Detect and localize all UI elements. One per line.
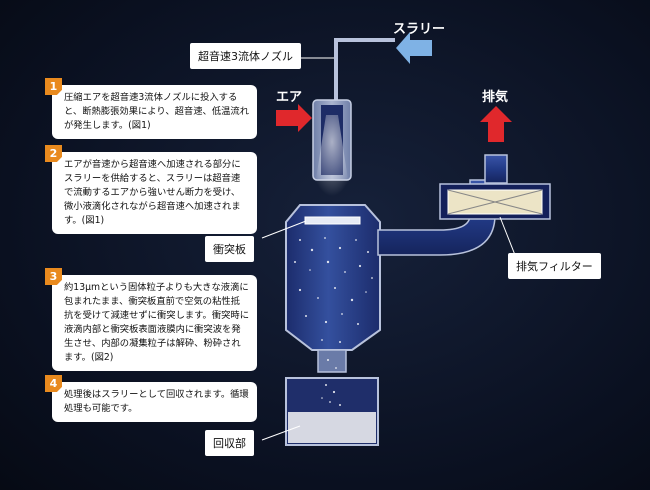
step-4: 4 処理後はスラリーとして回収されます。循環処理も可能です。 <box>45 375 257 422</box>
air-label: エア <box>276 90 303 105</box>
recovery-label: 回収部 <box>205 430 254 456</box>
step-number-badge: 4 <box>45 375 62 392</box>
impact-plate <box>304 216 361 225</box>
step-number-badge: 3 <box>45 268 62 285</box>
step-2: 2 エアが音速から超音速へ加速される部分にスラリーを供給すると、スラリーは超音速… <box>45 145 257 234</box>
step-text: 約13μmという固体粒子よりも大きな液滴に包まれたまま、衝突板直前で空気の粘性抵… <box>64 282 250 363</box>
leader-recovery <box>261 425 301 441</box>
exhaust-arrow <box>480 106 512 142</box>
main-vessel <box>285 204 381 351</box>
slurry-arrow <box>396 32 432 64</box>
step-1: 1 圧縮エアを超音速3流体ノズルに投入すると、断熱膨張効果により、超音速、低温流… <box>45 78 257 139</box>
particles <box>294 237 373 406</box>
step-text: 処理後はスラリーとして回収されます。循環処理も可能です。 <box>64 389 249 414</box>
step-text: 圧縮エアを超音速3流体ノズルに投入すると、断熱膨張効果により、超音速、低温流れが… <box>64 92 250 131</box>
slurry-label: スラリー <box>393 22 446 37</box>
slurry-feed-tube <box>334 38 395 110</box>
recovered-slurry <box>288 412 376 443</box>
impact-plate-label: 衝突板 <box>205 236 254 262</box>
nozzle-label: 超音速3流体ノズル <box>190 43 301 69</box>
step-3: 3 約13μmという固体粒子よりも大きな液滴に包まれたまま、衝突板直前で空気の粘… <box>45 268 257 371</box>
step-number-badge: 1 <box>45 78 62 95</box>
exhaust-filter-label: 排気フィルター <box>508 253 601 279</box>
step-text: エアが音速から超音速へ加速される部分にスラリーを供給すると、スラリーは超音速で流… <box>64 159 241 226</box>
exhaust-label: 排気 <box>482 90 509 105</box>
leader-filter <box>499 216 516 256</box>
leader-impact-plate <box>261 220 307 239</box>
air-arrow <box>276 104 312 132</box>
step-number-badge: 2 <box>45 145 62 162</box>
